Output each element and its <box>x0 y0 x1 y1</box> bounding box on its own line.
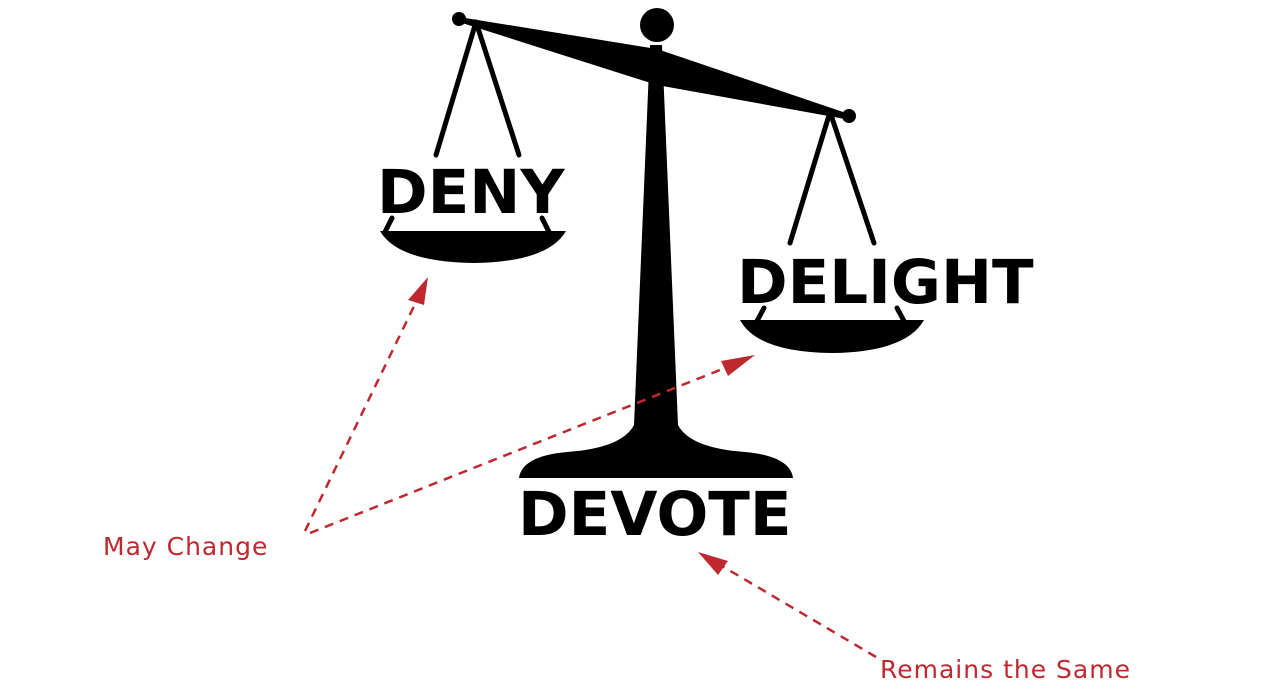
arrow-to-delight-line <box>309 366 726 535</box>
left-pan-strings <box>382 19 552 235</box>
left-pan-dish <box>380 231 566 263</box>
delight-label: DELIGHT <box>737 247 1034 318</box>
arrow-to-devote-line <box>721 564 877 659</box>
arrow-to-devote-head <box>698 552 728 575</box>
remains-same-annotation: Remains the Same <box>880 655 1131 684</box>
arrow-to-deny-line <box>303 299 419 532</box>
beam-right-end <box>842 109 856 123</box>
arrow-to-delight-head <box>721 355 755 376</box>
arrow-to-deny-head <box>408 277 428 305</box>
may-change-annotation: May Change <box>103 532 269 561</box>
beam-left-end <box>452 12 466 26</box>
right-pan-strings <box>754 109 907 324</box>
right-pan-dish <box>740 320 924 353</box>
scale-beam <box>459 17 849 119</box>
deny-label: DENY <box>377 157 565 228</box>
scale-pillar <box>519 45 793 478</box>
devote-label: DEVOTE <box>518 479 792 550</box>
scale-top-knob <box>640 8 674 42</box>
